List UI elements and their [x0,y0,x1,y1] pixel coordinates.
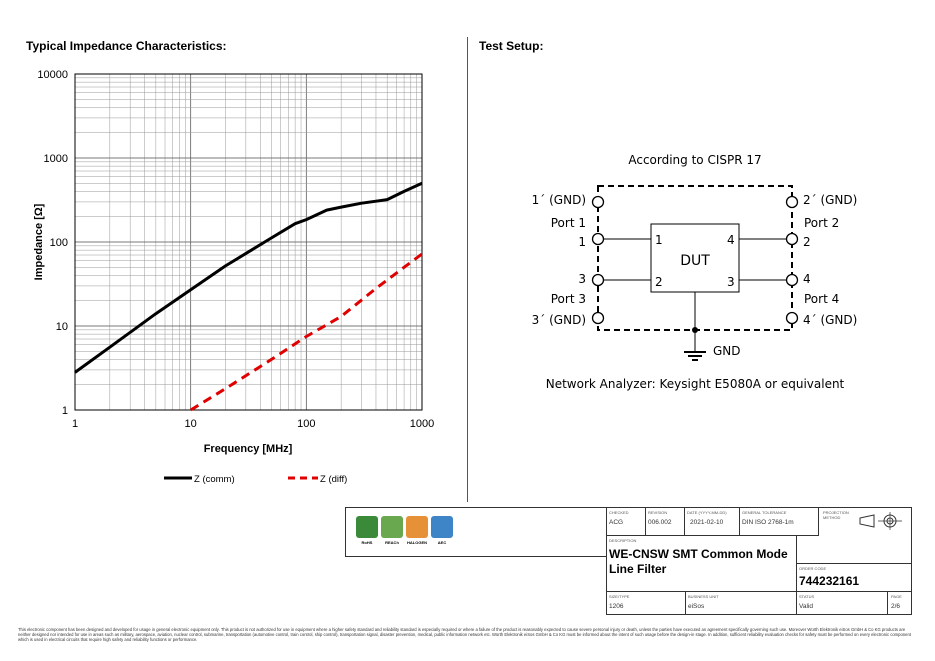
dut-pin-2: 2 [655,275,663,289]
order-code: 744232161 [799,574,860,588]
dut-pin-1: 1 [655,233,663,247]
rohs-icon [356,516,378,538]
port2-label: Port 2 [804,216,839,230]
tolerance-label: GENERAL TOLERANCE [742,510,787,515]
port1-label: Port 1 [551,216,586,230]
y-tick-label: 1000 [44,153,68,165]
order-label: ORDER CODE [799,566,827,571]
unit-value: eiSos [688,603,705,610]
date-label: DATE (YYYY-MM-DD) [687,510,727,515]
terminal-4 [785,273,799,287]
terminal-2 [785,232,799,246]
aec-icon [431,516,453,538]
terminal-2-gnd [785,195,799,209]
y-tick-label: 1 [62,405,68,417]
y-tick-label: 10000 [37,69,68,81]
legend-label-diff: Z (diff) [320,474,347,485]
setup-title: According to CISPR 17 [628,153,761,167]
pin1-label: 1 [578,235,586,249]
terminal-3-gnd [591,311,605,325]
x-tick-label: 10 [185,418,197,430]
port1-gnd-label: 1´ (GND) [532,193,586,207]
x-tick-label: 1 [72,418,78,430]
unit-label: BUSINESS UNIT [688,594,719,599]
series-line-comm [74,181,423,374]
right-heading: Test Setup: [479,39,544,53]
rohs-label: RoHS [361,540,373,545]
x-tick-label: 100 [297,418,315,430]
pin2-label: 2 [803,235,811,249]
aec-label: AEC [437,540,447,545]
pin3-label: 3 [578,272,586,286]
terminal-1 [591,232,605,246]
size-value: 1206 [609,603,624,610]
description-label: DESCRIPTION [609,538,637,543]
legal-disclaimer: This electronic component has been desig… [18,627,911,642]
port4-label: Port 4 [804,292,839,306]
terminal-1-gnd [591,195,605,209]
terminal-4-gnd [785,311,799,325]
dut-label: DUT [680,253,710,269]
section-divider [467,37,468,502]
checked-label: CHECKED [609,510,629,515]
revision-label: REVISION [648,510,668,515]
gnd-junction [692,327,698,333]
page-value: 2/6 [891,603,901,610]
port3-label: Port 3 [551,292,586,306]
halogen-free-icon [406,516,428,538]
y-axis-label: Impedance [Ω] [33,203,45,280]
reach-icon [381,516,403,538]
series-line-diff [189,252,423,412]
terminal-3 [591,273,605,287]
chart-grid [74,73,423,411]
y-tick-label: 10 [56,321,68,333]
pin4-label: 4 [803,272,811,286]
description-line2: Line Filter [609,562,667,576]
y-tick-label: 100 [50,237,68,249]
port2-gnd-label: 2´ (GND) [803,193,857,207]
revision-value: 006.002 [648,519,672,526]
size-label: SIZE/TYPE [609,594,630,599]
checked-value: ACG [609,519,624,526]
gnd-label: GND [713,344,741,358]
dut-pin-4: 4 [727,233,735,247]
halogen-label: HALOGEN [407,540,427,545]
page-label: PAGE [891,594,902,599]
tolerance-value: DIN ISO 2768-1m [742,519,794,526]
plot-frame [74,73,423,411]
chart-legend: Z (comm) Z (diff) [164,474,347,485]
dut-pin-3: 3 [727,275,735,289]
status-value: Valid [799,603,813,610]
status-label: STATUS [799,594,815,599]
port3-gnd-label: 3´ (GND) [532,313,586,327]
analyzer-label: Network Analyzer: Keysight E5080A or equ… [546,377,845,391]
date-value: 2021-02-10 [690,519,724,526]
description-line1: WE-CNSW SMT Common Mode [609,547,788,561]
x-tick-label: 1000 [410,418,434,430]
legend-label-comm: Z (comm) [194,474,235,485]
projection-icon [859,512,902,530]
test-setup-diagram: According to CISPR 17 DUT 1 2 4 3 GND 1´… [532,153,858,391]
left-heading: Typical Impedance Characteristics: [26,39,227,53]
projection-label: PROJECTION METHOD [823,510,849,520]
reach-label: REACh [385,540,399,545]
impedance-chart: 1 10 100 1000 1 10 100 1000 10000 Frequency [MHz… [33,69,434,485]
dut-box [650,223,740,293]
port4-gnd-label: 4´ (GND) [803,313,857,327]
x-axis-label: Frequency [MHz] [204,443,293,455]
